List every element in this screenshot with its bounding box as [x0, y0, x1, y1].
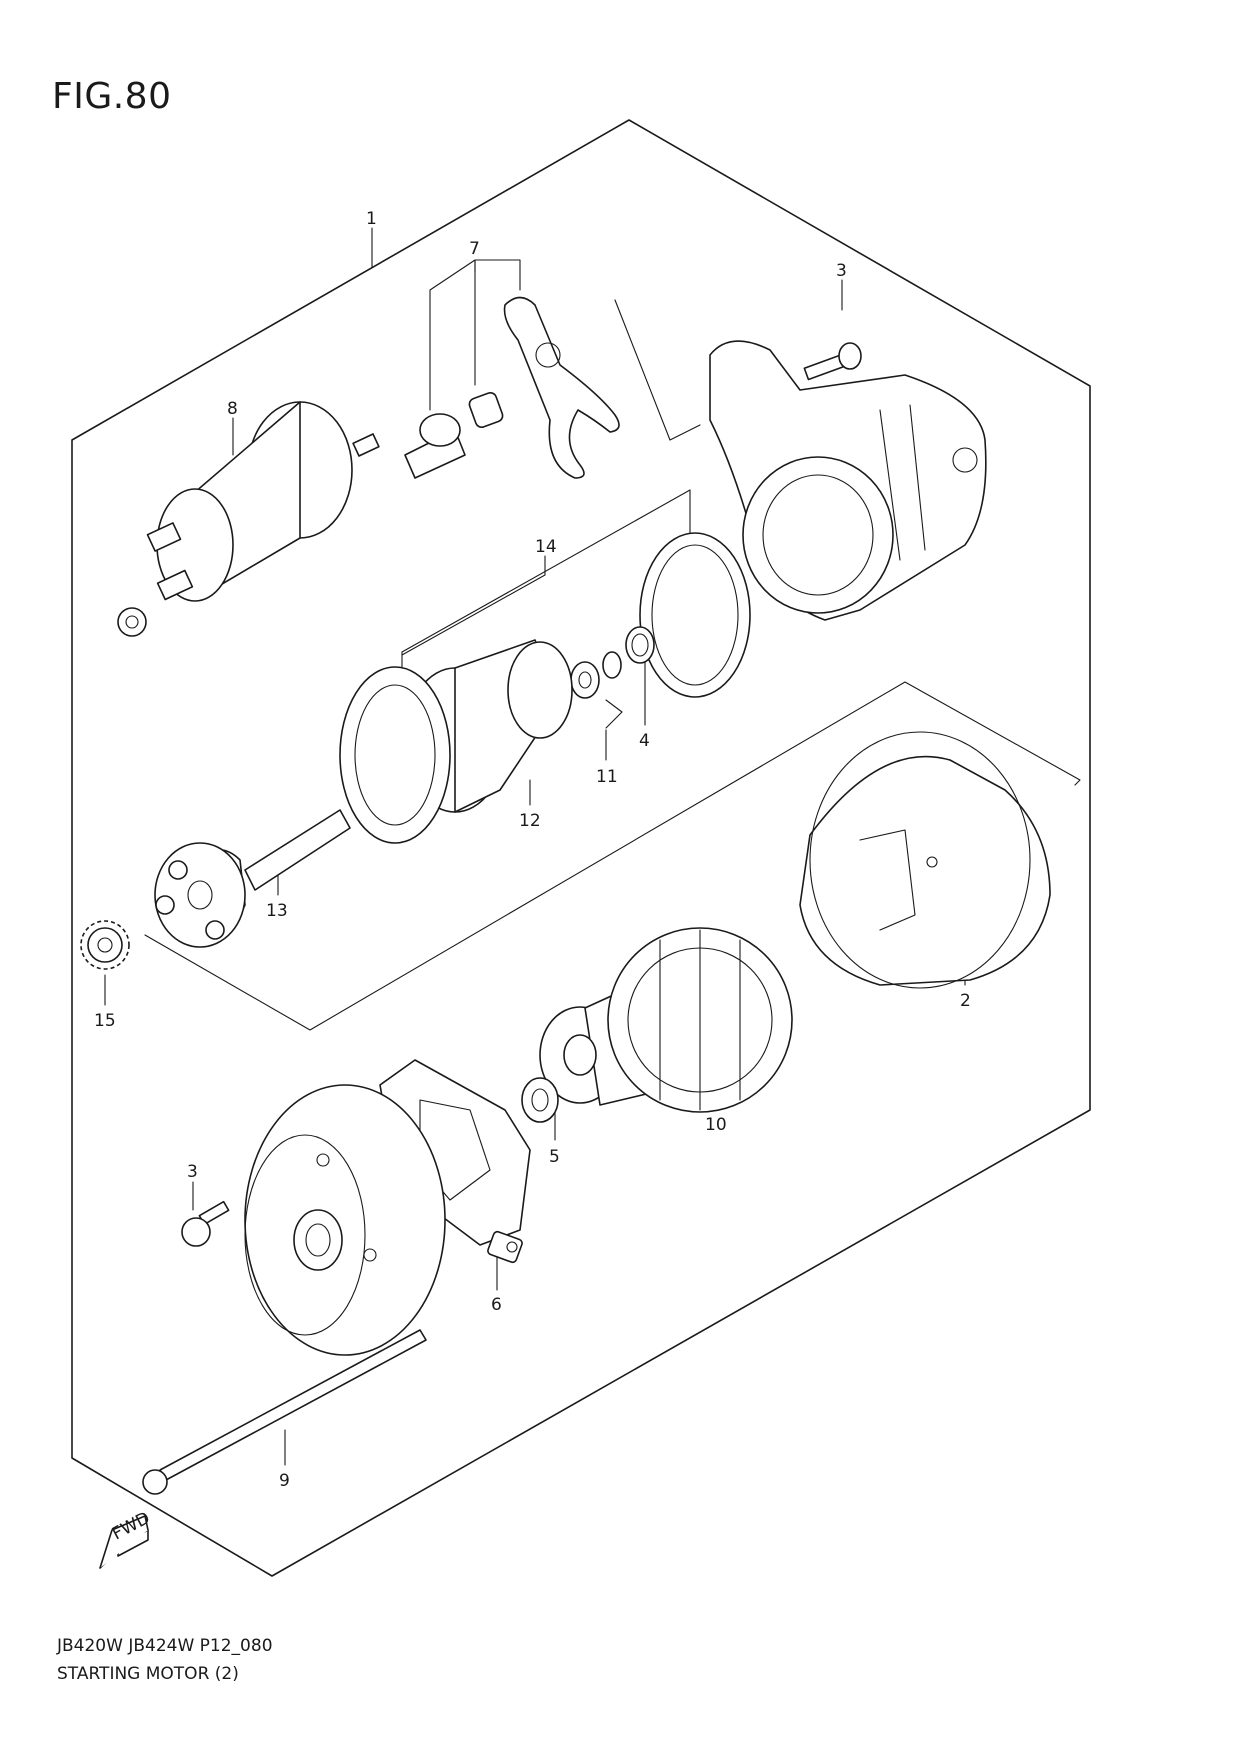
pinion-shaft-part-13[interactable] [154, 809, 351, 948]
planetary-ring-part-14[interactable] [639, 532, 751, 698]
figure-title: FIG.80 [52, 76, 172, 117]
callout-label: 13 [266, 901, 288, 921]
bolt-part-3-upper[interactable] [803, 342, 862, 381]
rear-cover-part-1[interactable] [244, 1084, 446, 1356]
callout-label: 1 [366, 209, 377, 229]
front-housing-part-1[interactable] [709, 340, 987, 621]
callout-label: 15 [94, 1011, 116, 1031]
leader-lines [104, 227, 966, 1466]
callout-label: 9 [279, 1471, 290, 1491]
callout-label: 10 [705, 1115, 727, 1135]
fwd-arrow-icon: FWD [99, 1508, 153, 1569]
armature-part-10[interactable] [539, 927, 793, 1113]
magnetic-switch-part-8[interactable] [117, 401, 380, 637]
yoke-part-2[interactable] [799, 731, 1051, 989]
pinion-clutch-part-12[interactable] [339, 639, 573, 844]
model-code: JB420W JB424W P12_080 [57, 1636, 273, 1656]
diagram-name: STARTING MOTOR (2) [57, 1664, 239, 1684]
lower-shaft-boundary [144, 681, 1081, 1031]
lever-set-part-7[interactable] [404, 296, 620, 479]
callout-label: 6 [491, 1295, 502, 1315]
callout-label: 7 [469, 239, 480, 259]
callout-label: 5 [549, 1147, 560, 1167]
callout-label: 3 [187, 1162, 198, 1182]
washer-part-11[interactable] [570, 651, 622, 699]
callout-label: 11 [596, 767, 618, 787]
callout-labels: 1 7 3 8 14 4 11 12 13 2 15 10 5 3 6 9 [94, 209, 971, 1491]
callout-label: 4 [639, 731, 650, 751]
screw-part-3-lower[interactable] [181, 1200, 230, 1247]
through-bolt-part-9[interactable] [142, 1329, 427, 1495]
bush-part-4[interactable] [625, 626, 655, 664]
assembly-outline [71, 119, 1091, 1577]
callout-label: 14 [535, 537, 557, 557]
bush-part-5[interactable] [521, 1077, 559, 1123]
callout-label: 12 [519, 811, 541, 831]
callout-label: 8 [227, 399, 238, 419]
callout-label: 3 [836, 261, 847, 281]
gear-part-15[interactable] [80, 920, 130, 970]
inner-assembly-boundary [401, 489, 691, 653]
callout-label: 2 [960, 991, 971, 1011]
